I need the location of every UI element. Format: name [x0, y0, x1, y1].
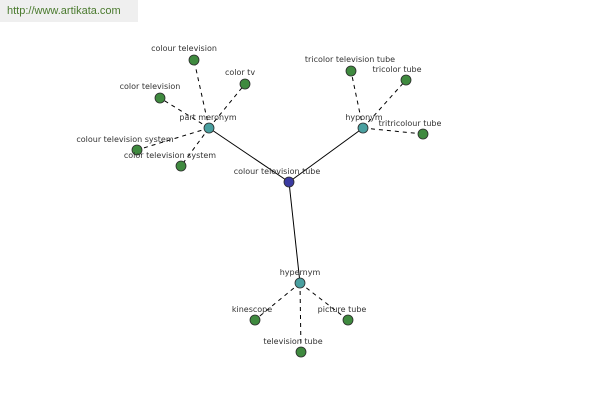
edge-part-meronym-color-television-system — [180, 127, 210, 167]
edge-center-hyponym — [288, 127, 364, 183]
edge-center-part-meronym — [208, 127, 290, 183]
leaf-label-tricolor-television-tube: tricolor television tube — [305, 55, 395, 64]
relation-label-hyponym: hyponym — [345, 113, 383, 122]
edge-hyponym-tritricolour-tube — [362, 127, 424, 135]
leaf-label-color-television-system: color television system — [124, 151, 216, 160]
leaf-node-television-tube[interactable] — [295, 346, 307, 358]
leaf-label-color-tv: color tv — [225, 68, 255, 77]
leaf-node-colour-television-system[interactable] — [131, 144, 143, 156]
edge-part-meronym-colour-television — [193, 59, 210, 129]
watermark-url: http://www.artikata.com — [0, 0, 138, 22]
edge-hypernym-picture-tube — [299, 282, 349, 321]
relation-node-hyponym[interactable] — [357, 122, 369, 134]
graph-nodes — [131, 54, 429, 358]
leaf-node-tricolor-tube[interactable] — [400, 74, 412, 86]
center-node-label: colour television tube — [234, 167, 321, 176]
leaf-label-kinescope: kinescope — [232, 305, 272, 314]
leaf-label-picture-tube: picture tube — [318, 305, 367, 314]
graph-labels: colour television tube part meronym colour… — [76, 44, 441, 346]
edge-part-meronym-color-television — [159, 97, 210, 129]
leaf-node-tricolor-television-tube[interactable] — [345, 65, 357, 77]
relation-node-part-meronym[interactable] — [203, 122, 215, 134]
leaf-node-color-television[interactable] — [154, 92, 166, 104]
relation-label-part-meronym: part meronym — [179, 113, 236, 122]
center-node[interactable] — [283, 176, 295, 188]
leaf-node-kinescope[interactable] — [249, 314, 261, 326]
leaf-node-tritricolour-tube[interactable] — [417, 128, 429, 140]
leaf-label-tricolor-tube: tricolor tube — [372, 65, 421, 74]
leaf-node-color-television-system[interactable] — [175, 160, 187, 172]
leaf-label-tritricolour-tube: tritricolour tube — [379, 119, 442, 128]
graph-edges — [136, 59, 424, 353]
edge-part-meronym-color-tv — [208, 83, 246, 129]
edge-hypernym-kinescope — [254, 282, 301, 321]
leaf-node-colour-television[interactable] — [188, 54, 200, 66]
leaf-node-picture-tube[interactable] — [342, 314, 354, 326]
edge-hypernym-television-tube — [299, 282, 302, 353]
edge-center-hypernym — [288, 181, 301, 284]
edge-hyponym-tricolor-television-tube — [350, 70, 364, 129]
leaf-node-color-tv[interactable] — [239, 78, 251, 90]
relation-label-hypernym: hypernym — [280, 268, 321, 277]
leaf-label-television-tube: television tube — [263, 337, 322, 346]
relation-node-hypernym[interactable] — [294, 277, 306, 289]
edge-hyponym-tricolor-tube — [362, 79, 407, 129]
leaf-label-colour-television-system: colour television system — [76, 135, 174, 144]
leaf-label-colour-television: colour television — [151, 44, 217, 53]
leaf-label-color-television: color television — [120, 82, 181, 91]
